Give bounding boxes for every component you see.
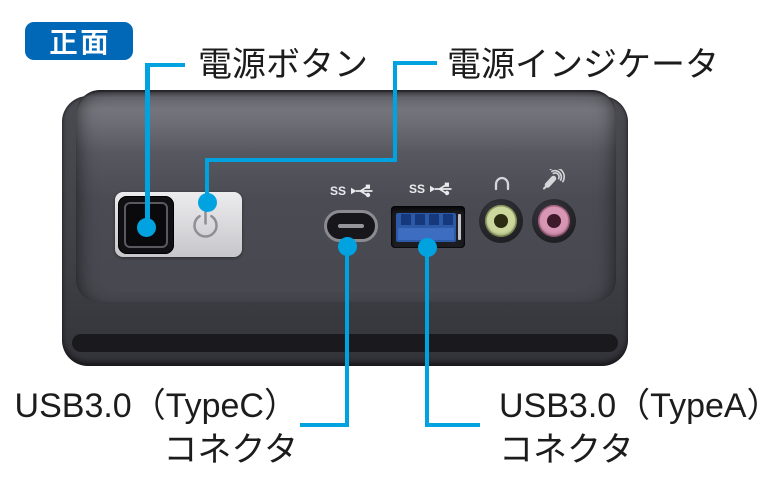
leader-line-usb-a-v — [424, 247, 430, 427]
usb-a-contact — [429, 214, 439, 225]
usb-c-label-line1: USB3.0（TypeC） — [14, 387, 298, 425]
leader-line-usb-c-h — [300, 422, 347, 428]
power-button-label: 電源ボタン — [198, 46, 368, 84]
usb-trident-icon — [351, 184, 373, 197]
usb-a-latch — [458, 214, 461, 240]
ss-logo-text: SS — [409, 181, 426, 196]
usb-a-contact — [401, 214, 411, 225]
leader-line-usb-a-h — [426, 422, 480, 428]
usb-a-port — [391, 206, 465, 248]
microphone-jack-hole — [547, 214, 561, 228]
usb-a-tongue — [396, 213, 456, 242]
front-view-badge: 正面 — [25, 22, 133, 60]
usb-a-contact — [415, 214, 425, 225]
power-panel — [115, 192, 242, 257]
usb-a-label-line2: コネクタ — [499, 431, 634, 469]
leader-line-power-button-v — [145, 65, 150, 227]
microphone-jack — [532, 199, 576, 243]
callout-dot-power-indicator — [197, 193, 217, 212]
power-indicator-label: 電源インジケータ — [447, 46, 719, 84]
leader-line-usb-c-v — [344, 246, 350, 427]
power-symbol-icon — [193, 210, 218, 238]
usb-c-slot — [338, 224, 364, 228]
usb-c-label-line2: コネクタ — [163, 431, 298, 469]
usb-a-contact — [443, 214, 453, 225]
leader-line-power-indicator-h2 — [205, 157, 397, 163]
usb-superspeed-logo-typea: SS — [409, 181, 453, 196]
ss-logo-text: SS — [330, 183, 347, 198]
callout-dot-power-button — [137, 217, 156, 237]
usb-superspeed-logo-typec: SS — [330, 183, 374, 198]
leader-line-power-indicator-h1 — [393, 60, 437, 66]
leader-line-power-button-h — [145, 62, 185, 68]
headphone-jack — [479, 199, 523, 243]
microphone-jack-ring — [538, 205, 570, 237]
usb-trident-icon — [430, 182, 452, 195]
leader-line-power-indicator-v1 — [392, 61, 398, 162]
usb-c-label: USB3.0（TypeC） コネクタ — [6, 384, 298, 472]
usb-a-label: USB3.0（TypeA） コネクタ — [499, 384, 780, 472]
headphone-jack-ring — [485, 205, 517, 237]
microphone-icon — [543, 169, 565, 190]
callout-dot-usb-a — [417, 237, 437, 257]
usb-a-label-line1: USB3.0（TypeA） — [499, 387, 780, 425]
leader-line-power-indicator-v2 — [204, 158, 210, 205]
callout-dot-usb-c — [338, 237, 357, 256]
headphone-icon — [494, 176, 510, 191]
usb-a-tongue-face — [398, 228, 454, 240]
headphone-jack-hole — [494, 214, 508, 228]
